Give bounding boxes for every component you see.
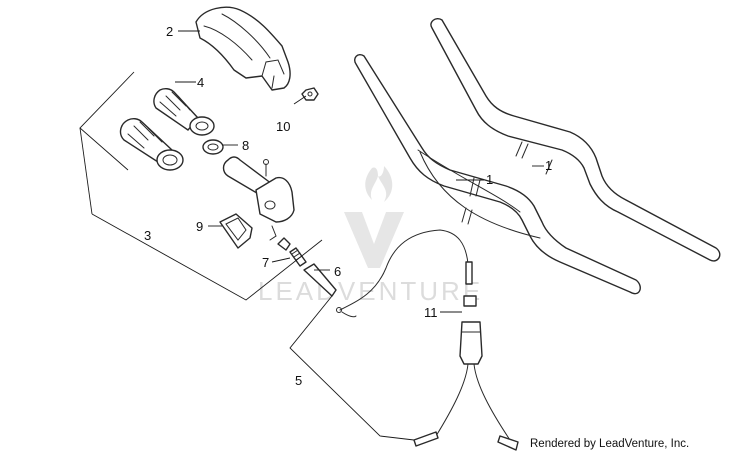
callout-7: 7: [262, 255, 269, 270]
leader-lines: [175, 30, 544, 441]
clamp-plate: [219, 213, 253, 249]
callout-4: 4: [197, 75, 204, 90]
hand-guard: [195, 6, 291, 91]
throttle-housing: [222, 156, 295, 241]
watermark-logo: LEADVENTURE: [258, 166, 483, 306]
callout-2: 2: [166, 24, 173, 39]
cable-adjuster: [277, 237, 307, 267]
callout-3: 3: [144, 228, 151, 243]
guard-bolt: [301, 87, 319, 101]
washer: [202, 139, 224, 155]
handlebar-rear: [354, 54, 641, 295]
watermark-text: LEADVENTURE: [258, 276, 483, 306]
callout-5: 5: [295, 373, 302, 388]
kit-bracket: [79, 71, 323, 301]
callout-labels: 1 1 2 3 4 5 6 7 8 9 10 11: [144, 24, 552, 388]
callout-1-front-bar: 1: [545, 158, 552, 173]
render-credit: Rendered by LeadVenture, Inc.: [530, 438, 690, 450]
grip-upper: [153, 87, 215, 136]
handlebar-front: [419, 18, 721, 262]
callout-8: 8: [242, 138, 249, 153]
callout-9: 9: [196, 219, 203, 234]
callout-6: 6: [334, 264, 341, 279]
grip-lower: [119, 117, 184, 171]
callout-10: 10: [276, 119, 290, 134]
callout-11: 11: [424, 305, 438, 320]
cable-boot: [303, 263, 337, 297]
callout-1-rear-bar: 1: [486, 172, 493, 187]
throttle-cable: [336, 229, 519, 451]
